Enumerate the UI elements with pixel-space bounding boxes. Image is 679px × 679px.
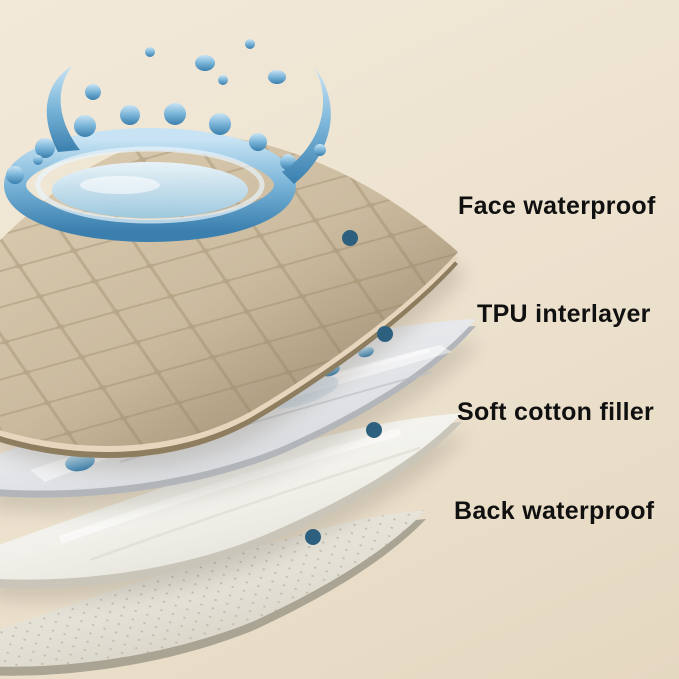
label-soft-cotton-filler: Soft cotton filler <box>457 398 655 426</box>
leader-dot-soft-cotton-filler <box>366 422 382 438</box>
leader-dot-tpu-interlayer <box>377 326 393 342</box>
label-face-waterproof: Face waterproof <box>458 192 656 220</box>
water-splash <box>4 39 331 242</box>
leader-dot-face-waterproof <box>342 230 358 246</box>
leader-dot-back-waterproof <box>305 529 321 545</box>
back-waterproof-layer <box>0 510 426 676</box>
label-back-waterproof: Back waterproof <box>454 497 655 525</box>
floating-droplets <box>33 39 326 165</box>
label-tpu-interlayer: TPU interlayer <box>477 300 651 328</box>
